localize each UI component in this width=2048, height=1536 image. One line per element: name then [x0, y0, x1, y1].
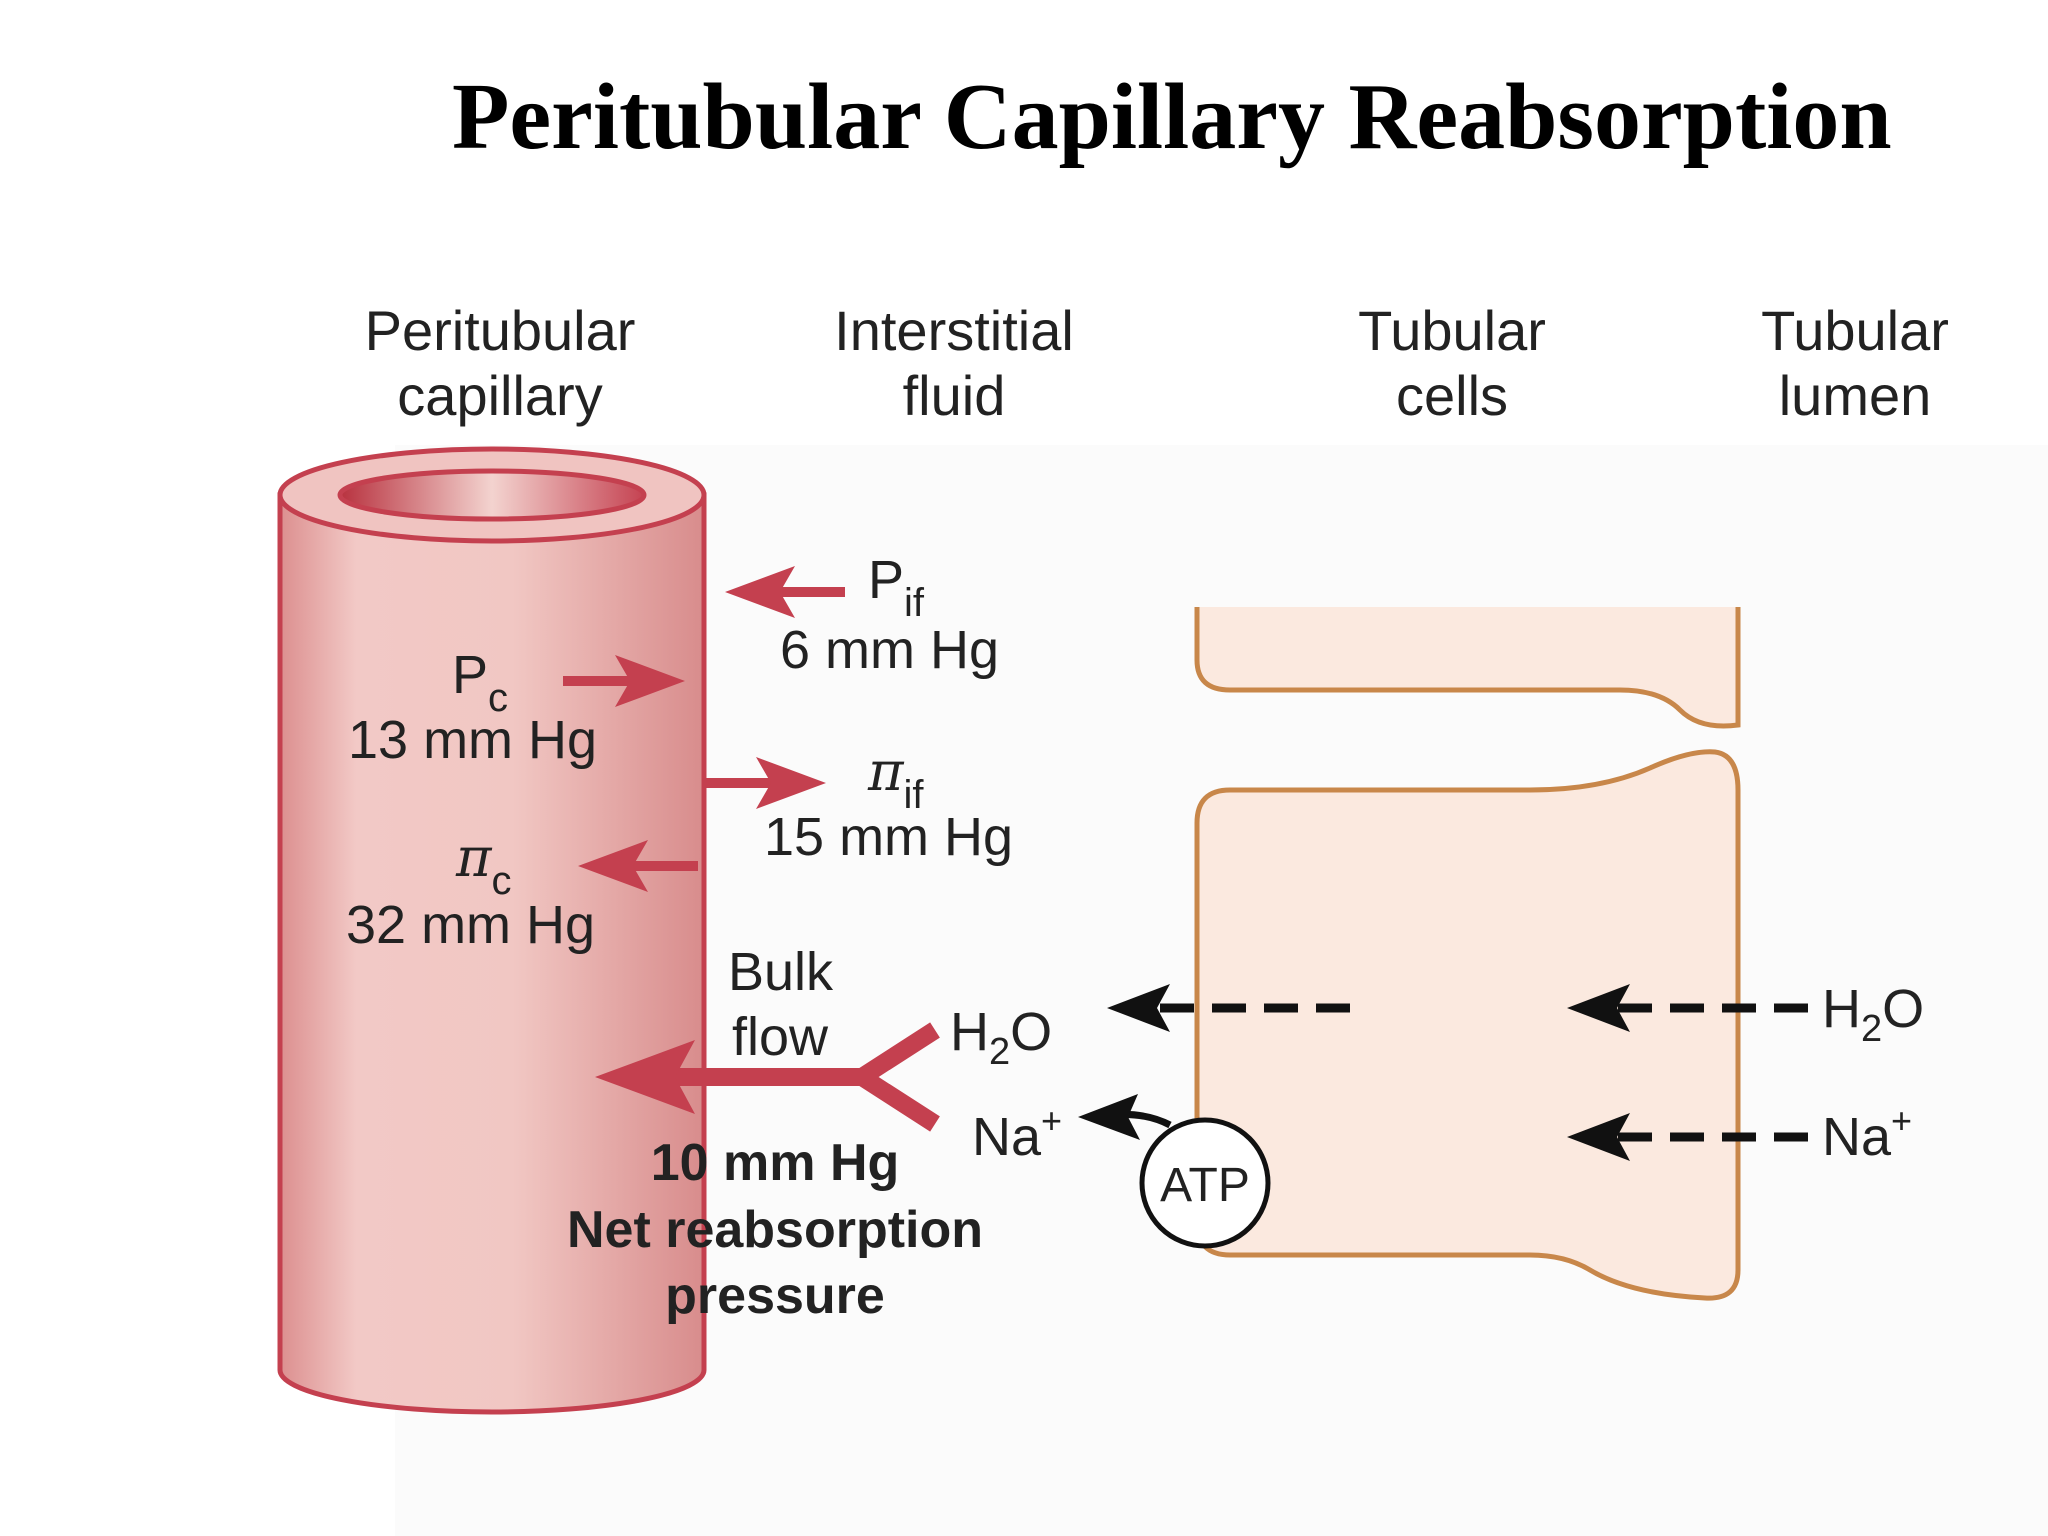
sodium-pump-arrowhead: [1078, 1094, 1140, 1140]
bulk-flow-label-line1: Bulk: [728, 942, 834, 1002]
column-header-interstitial-line2: fluid: [903, 364, 1006, 427]
piif-arrow: [704, 757, 826, 809]
column-header-cells-line1: Tubular: [1358, 299, 1546, 362]
peritubular-capillary: [277, 446, 707, 1415]
page-title: Peritubular Capillary Reabsorption: [452, 65, 1892, 169]
pif-arrow-head: [725, 566, 795, 618]
bulk-flow-arrow: [595, 1022, 940, 1132]
pc-symbol: P: [452, 645, 488, 705]
pic-symbol: π: [455, 826, 493, 889]
water-base: H: [1822, 979, 1861, 1039]
sodium-base: Na: [972, 1107, 1042, 1167]
pc-arrow: [563, 655, 685, 707]
water-subscript: 2: [1861, 1008, 1882, 1050]
sodium-superscript: +: [1891, 1100, 1912, 1141]
tubular-cell-lower: [1194, 749, 1741, 1301]
pic-arrow-shaft: [620, 861, 698, 871]
water-cell-arrowhead: [1107, 984, 1170, 1032]
atp-label: ATP: [1160, 1159, 1250, 1212]
water-label-interstitial: H2O: [950, 1002, 1052, 1073]
pic-subscript: c: [492, 859, 512, 903]
piif-label: πif: [867, 740, 924, 817]
pc-arrow-shaft: [563, 676, 643, 686]
sodium-superscript: +: [1041, 1100, 1062, 1141]
column-header-lumen-line2: lumen: [1779, 364, 1932, 427]
water-subscript: 2: [989, 1031, 1010, 1073]
piif-value: 15 mm Hg: [764, 807, 1013, 867]
pc-arrow-head: [615, 655, 685, 707]
column-header-cells-line2: cells: [1396, 364, 1508, 427]
column-header-interstitial-line1: Interstitial: [834, 299, 1074, 362]
pif-arrow-shaft: [760, 587, 845, 597]
bulk-flow-label-line2: flow: [732, 1007, 829, 1067]
sodium-label-lumen: Na+: [1822, 1100, 1912, 1167]
sodium-base: Na: [1822, 1107, 1892, 1167]
bulk-flow-shaft: [630, 1068, 864, 1086]
column-header-capillary-line1: Peritubular: [365, 299, 636, 362]
pif-symbol: P: [868, 550, 904, 610]
net-pressure-line1: Net reabsorption: [567, 1201, 983, 1259]
net-pressure-line2: pressure: [665, 1267, 885, 1325]
piif-symbol: π: [867, 740, 905, 803]
bulk-flow-head: [595, 1040, 695, 1114]
column-header-interstitial: Interstitial fluid: [834, 299, 1074, 427]
net-reabsorption-label: 10 mm Hg Net reabsorption pressure: [567, 1134, 983, 1325]
pc-subscript: c: [488, 676, 508, 720]
water-lumen-arrowhead: [1567, 984, 1630, 1032]
column-header-cells: Tubular cells: [1358, 299, 1546, 427]
pif-arrow: [725, 566, 845, 618]
pif-subscript: if: [904, 581, 925, 625]
pif-label: Pif: [868, 550, 925, 625]
tubular-cell-upper: [1194, 607, 1741, 729]
column-header-lumen-line1: Tubular: [1761, 299, 1949, 362]
sodium-pump: ATP: [1078, 1094, 1271, 1249]
sodium-lumen-arrowhead: [1567, 1113, 1630, 1161]
column-header-capillary: Peritubular capillary: [365, 299, 636, 427]
atp-circle: [1139, 1117, 1271, 1249]
pic-value: 32 mm Hg: [346, 895, 595, 955]
pic-arrow: [578, 840, 698, 892]
pc-value: 13 mm Hg: [348, 710, 597, 770]
piif-arrow-shaft: [704, 778, 784, 788]
pic-label: πc: [455, 826, 512, 903]
piif-arrow-head: [756, 757, 826, 809]
sodium-label-interstitial: Na+: [972, 1100, 1062, 1167]
water-base: H: [950, 1002, 989, 1062]
water-tail: O: [1882, 979, 1924, 1039]
pic-arrow-head: [578, 840, 648, 892]
capillary-lumen-opening: [337, 468, 647, 522]
water-label-lumen: H2O: [1822, 979, 1924, 1050]
water-tail: O: [1010, 1002, 1052, 1062]
column-header-lumen: Tubular lumen: [1761, 299, 1949, 427]
column-header-capillary-line2: capillary: [397, 364, 602, 427]
pif-value: 6 mm Hg: [780, 620, 999, 680]
pc-label: Pc: [452, 645, 508, 720]
capillary-body: [277, 492, 707, 1415]
net-pressure-value: 10 mm Hg: [651, 1134, 900, 1192]
piif-subscript: if: [904, 773, 925, 817]
